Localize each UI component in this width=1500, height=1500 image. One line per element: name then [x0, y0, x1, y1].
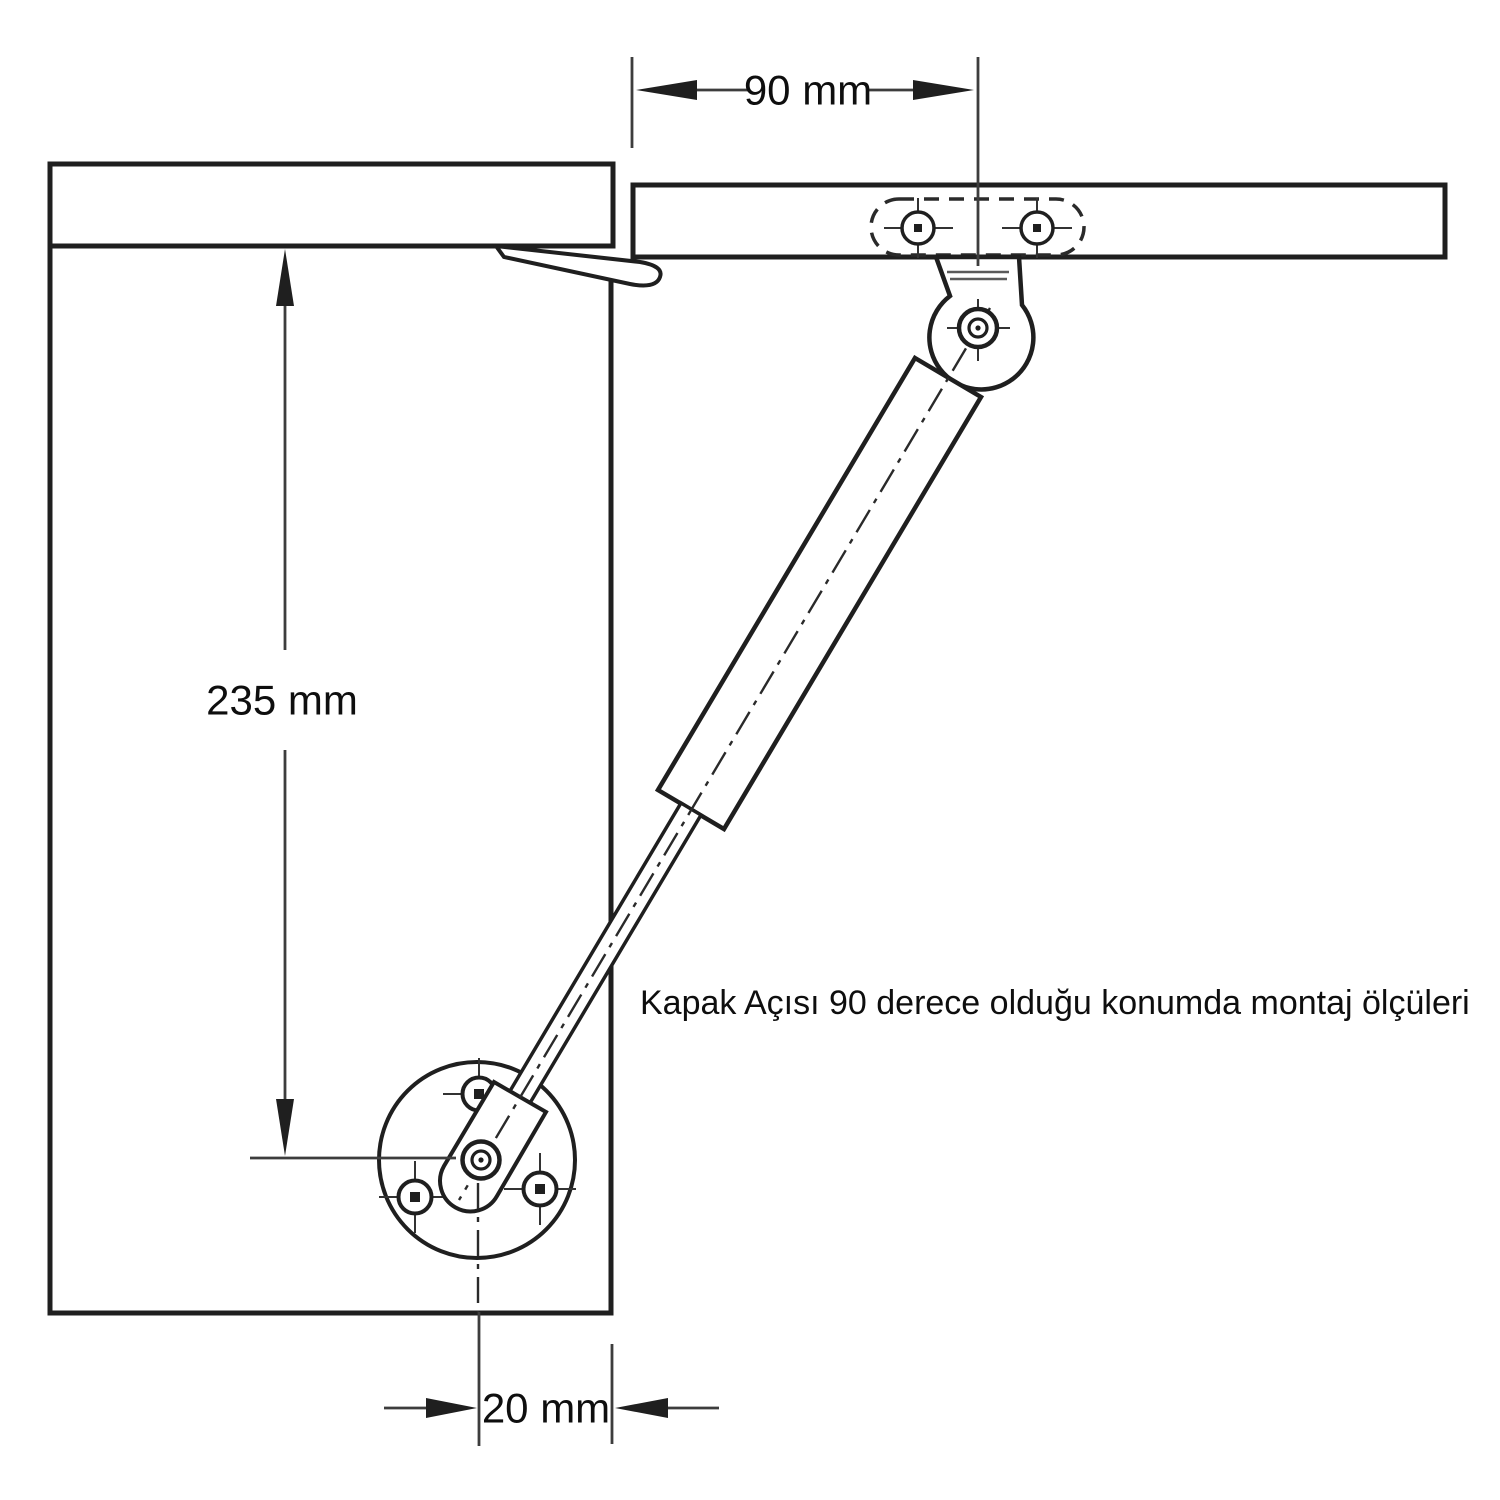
note-text: Kapak Açısı 90 derece olduğu konumda mon… [640, 984, 1470, 1022]
dim-20-label: 20 mm [482, 1385, 610, 1432]
dimension-20mm: 20 mm [384, 1312, 719, 1446]
dimension-90mm: 90 mm [630, 57, 980, 266]
bracket-screw-left [884, 198, 953, 258]
cabinet-side-panel [47, 246, 614, 1316]
bottom-pivot [460, 1139, 502, 1181]
cabinet-top-panel [47, 161, 616, 249]
dim-90-label: 90 mm [744, 67, 872, 114]
dim-235-arrow-up [276, 249, 294, 306]
top-pivot [947, 299, 1010, 361]
dimension-235mm: 235 mm [206, 249, 456, 1160]
dim-235-arrow-down [276, 1099, 294, 1156]
hinge-detail [491, 243, 663, 288]
strut-centerline [457, 307, 992, 1201]
mount-screw-right [504, 1153, 576, 1225]
dim-90-arrow-right [913, 80, 974, 100]
dim-20-arrow-left [426, 1398, 477, 1418]
piston-rod [507, 800, 704, 1106]
dim-90-arrow-left [636, 80, 697, 100]
dim-20-arrow-right [615, 1398, 668, 1418]
bracket-screw-right [1002, 198, 1072, 258]
mount-screw-left [379, 1161, 451, 1233]
dim-235-label: 235 mm [206, 677, 358, 724]
